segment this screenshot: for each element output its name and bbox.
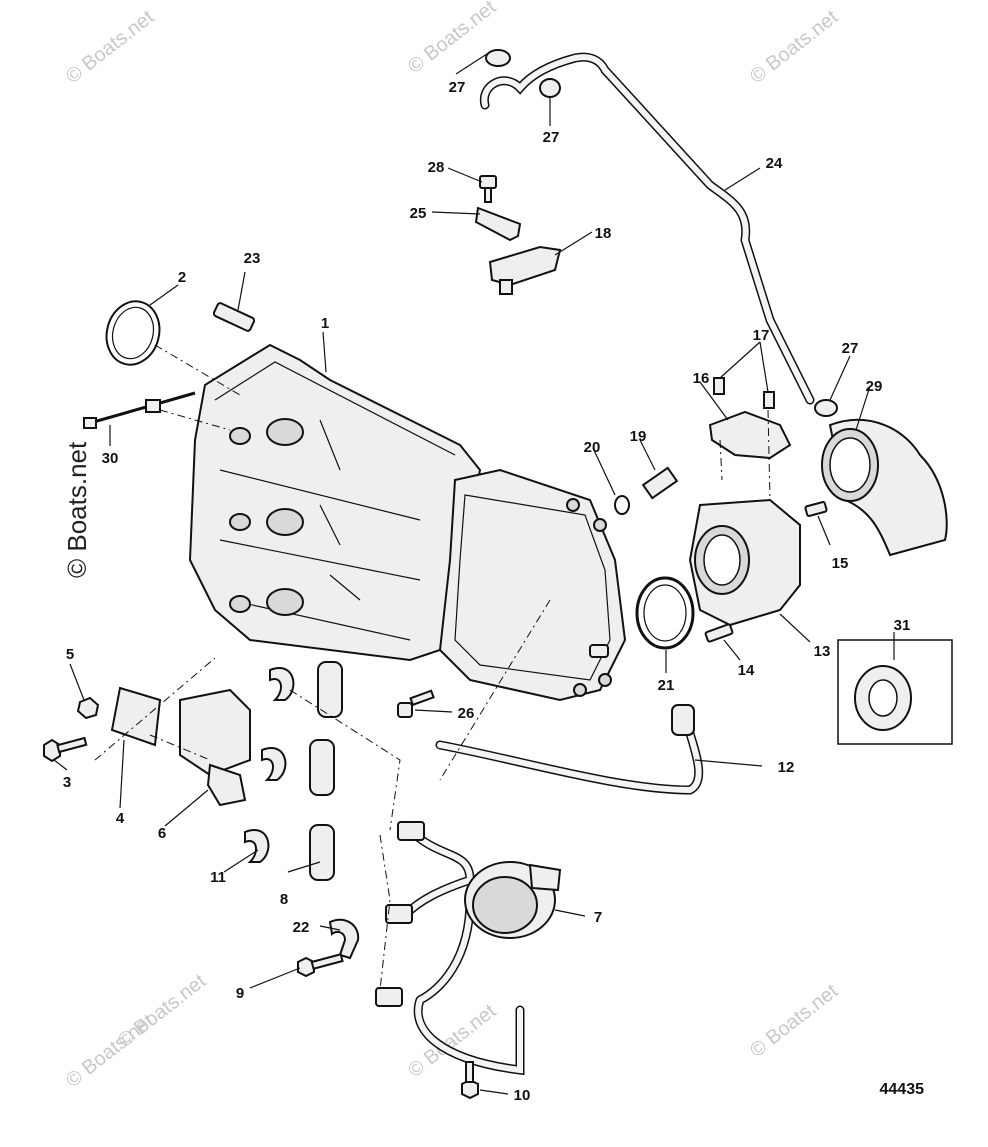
temperature-sensor[interactable] bbox=[641, 466, 679, 500]
fuel-injector[interactable] bbox=[309, 739, 335, 796]
hose-clamp[interactable] bbox=[539, 78, 561, 98]
callout-1[interactable]: 1 bbox=[321, 315, 329, 332]
sensor-harness[interactable] bbox=[435, 704, 704, 795]
callout-3[interactable]: 3 bbox=[63, 774, 71, 791]
solenoid-valve[interactable] bbox=[179, 688, 251, 807]
callout-26[interactable]: 26 bbox=[458, 705, 475, 722]
plenum-cover[interactable] bbox=[438, 468, 627, 702]
screw[interactable] bbox=[479, 175, 497, 203]
mounting-bracket[interactable] bbox=[110, 686, 162, 747]
hose-clamp[interactable] bbox=[485, 49, 511, 67]
screw[interactable] bbox=[297, 952, 344, 978]
leader-lines bbox=[53, 51, 895, 1095]
intake-manifold[interactable] bbox=[188, 343, 482, 662]
callout-30[interactable]: 30 bbox=[102, 450, 119, 467]
callout-29[interactable]: 29 bbox=[866, 378, 883, 395]
screw[interactable] bbox=[461, 1061, 479, 1100]
callout-24[interactable]: 24 bbox=[766, 155, 783, 172]
callout-19[interactable]: 19 bbox=[630, 428, 647, 445]
callout-22[interactable]: 22 bbox=[293, 919, 310, 936]
callout-27[interactable]: 27 bbox=[449, 79, 466, 96]
callout-18[interactable]: 18 bbox=[595, 225, 612, 242]
screw[interactable] bbox=[713, 377, 725, 395]
callout-4[interactable]: 4 bbox=[116, 810, 125, 827]
throttle-position-sensor[interactable] bbox=[708, 410, 792, 460]
callout-10[interactable]: 10 bbox=[514, 1087, 531, 1104]
callout-5[interactable]: 5 bbox=[66, 646, 74, 663]
stud[interactable] bbox=[704, 623, 734, 643]
throttle-body[interactable] bbox=[688, 498, 801, 627]
screw[interactable] bbox=[43, 736, 88, 763]
callout-25[interactable]: 25 bbox=[410, 205, 427, 222]
callout-8[interactable]: 8 bbox=[280, 891, 288, 908]
callout-27[interactable]: 27 bbox=[543, 129, 560, 146]
detail-inset[interactable] bbox=[837, 639, 953, 745]
map-sensor[interactable] bbox=[488, 245, 562, 295]
injector-clip[interactable] bbox=[269, 667, 295, 701]
hose-clamp[interactable] bbox=[814, 399, 838, 417]
throttle-body-gasket[interactable] bbox=[635, 576, 695, 650]
callout-20[interactable]: 20 bbox=[584, 439, 601, 456]
injector-clip[interactable] bbox=[261, 747, 287, 781]
screw[interactable] bbox=[763, 391, 775, 409]
vent-hose[interactable] bbox=[479, 52, 815, 405]
o-ring[interactable] bbox=[614, 495, 630, 515]
callout-labels: 1 2 3 4 5 6 7 8 9 10 11 12 13 14 15 16 1… bbox=[63, 79, 911, 1104]
cable-tie[interactable] bbox=[83, 391, 196, 429]
callout-6[interactable]: 6 bbox=[158, 825, 166, 842]
callout-28[interactable]: 28 bbox=[428, 159, 445, 176]
callout-7[interactable]: 7 bbox=[594, 909, 602, 926]
callout-31[interactable]: 31 bbox=[894, 617, 911, 634]
injector-harness[interactable] bbox=[375, 821, 562, 1076]
assembly-lines bbox=[94, 344, 771, 991]
callout-14[interactable]: 14 bbox=[738, 662, 755, 679]
callout-16[interactable]: 16 bbox=[693, 370, 710, 387]
callout-17[interactable]: 17 bbox=[753, 327, 770, 344]
callout-21[interactable]: 21 bbox=[658, 677, 675, 694]
screw[interactable] bbox=[804, 501, 828, 517]
callout-23[interactable]: 23 bbox=[244, 250, 261, 267]
figure-number: 44435 bbox=[879, 1081, 925, 1098]
manifold-gasket[interactable] bbox=[100, 295, 167, 370]
air-intake-elbow[interactable] bbox=[821, 418, 948, 557]
injector-clip[interactable] bbox=[244, 829, 270, 863]
nut[interactable] bbox=[76, 696, 100, 720]
screw[interactable] bbox=[397, 689, 435, 718]
fuel-injector[interactable] bbox=[309, 824, 335, 881]
callout-11[interactable]: 11 bbox=[210, 869, 226, 886]
callout-15[interactable]: 15 bbox=[832, 555, 849, 572]
callout-12[interactable]: 12 bbox=[778, 759, 795, 776]
sensor-bracket[interactable] bbox=[474, 206, 522, 242]
harness-clip[interactable] bbox=[328, 918, 360, 960]
manifold-stud[interactable] bbox=[212, 302, 256, 332]
callout-27[interactable]: 27 bbox=[842, 340, 859, 357]
callout-2[interactable]: 2 bbox=[178, 269, 186, 286]
callout-9[interactable]: 9 bbox=[236, 985, 244, 1002]
callout-13[interactable]: 13 bbox=[814, 643, 831, 660]
fuel-injector[interactable] bbox=[317, 661, 343, 718]
